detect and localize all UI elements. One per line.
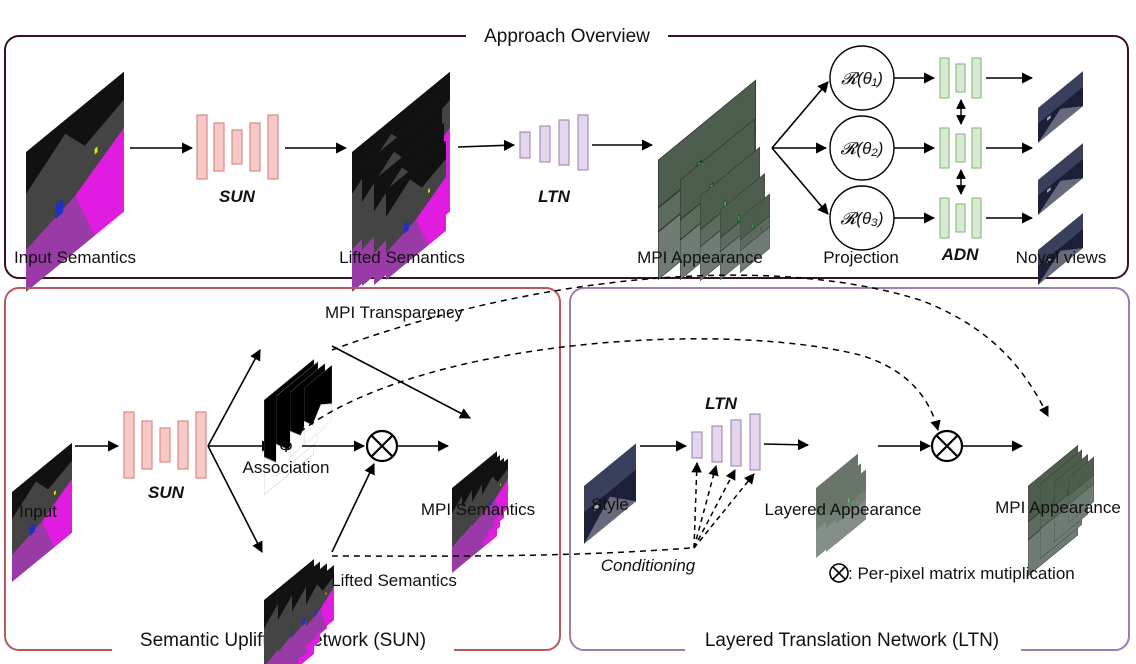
projection-r1: 𝓡(θ₁) <box>829 45 895 111</box>
ltn-block-overview <box>519 114 589 171</box>
mpi-appearance-label-overview: MPI Appearance <box>637 248 763 267</box>
sun-block-overview <box>196 114 279 180</box>
multiply-legend-text: : Per-pixel matrix mutiplication <box>848 564 1075 583</box>
sun-block-panel <box>123 411 207 479</box>
conditioning-label: Conditioning <box>601 556 696 575</box>
svg-text:𝓡(θ₃): 𝓡(θ₃) <box>840 209 883 228</box>
association-label: Association <box>243 458 330 477</box>
overview-title: Approach Overview <box>484 26 650 47</box>
novel-views-label: Novel views <box>1016 248 1107 267</box>
dashed-connectors <box>299 274 1049 557</box>
svg-text:𝓡(θ₁): 𝓡(θ₁) <box>841 69 883 88</box>
projection-label: Projection <box>823 248 899 267</box>
sun-label-panel: SUN <box>148 483 185 502</box>
mpi-semantics-label: MPI Semantics <box>421 500 535 519</box>
mpi-transparency-label: MPI Transparency <box>325 303 463 322</box>
ltn-block-panel <box>691 413 761 471</box>
multiply-legend-icon <box>829 563 849 583</box>
svg-text:𝓡(θ₂): 𝓡(θ₂) <box>841 139 884 158</box>
mpi-appearance-label-ltn: MPI Appearance <box>995 498 1121 517</box>
style-image <box>584 443 636 544</box>
lifted-semantics-label: Lifted Semantics <box>339 248 465 267</box>
adn-block-2 <box>939 127 982 169</box>
novel-view-2 <box>1038 143 1083 215</box>
ltn-label-panel: LTN <box>705 394 738 413</box>
ltn-panel-title: Layered Translation Network (LTN) <box>705 630 999 651</box>
projection-r3: 𝓡(θ₃) <box>829 185 895 251</box>
adn-block-3 <box>939 197 982 239</box>
novel-view-1 <box>1038 71 1083 143</box>
phi-symbol: Φ <box>279 437 293 456</box>
layered-appearance-label: Layered Appearance <box>765 500 922 519</box>
sun-lifted-semantics-label: Lifted Semantics <box>331 571 457 590</box>
sun-label-overview: SUN <box>219 187 256 206</box>
sun-input-label: Input <box>19 502 57 521</box>
projection-r2: 𝓡(θ₂) <box>829 115 895 181</box>
adn-block-1 <box>939 57 982 99</box>
adn-label: ADN <box>941 245 980 264</box>
style-label: Style <box>591 495 629 514</box>
multiply-operator-sun <box>365 429 399 463</box>
ltn-label-overview: LTN <box>538 187 571 206</box>
input-semantics-label: Input Semantics <box>14 248 136 267</box>
conditioning-arrows <box>691 461 755 549</box>
multiply-operator-ltn <box>930 429 964 463</box>
